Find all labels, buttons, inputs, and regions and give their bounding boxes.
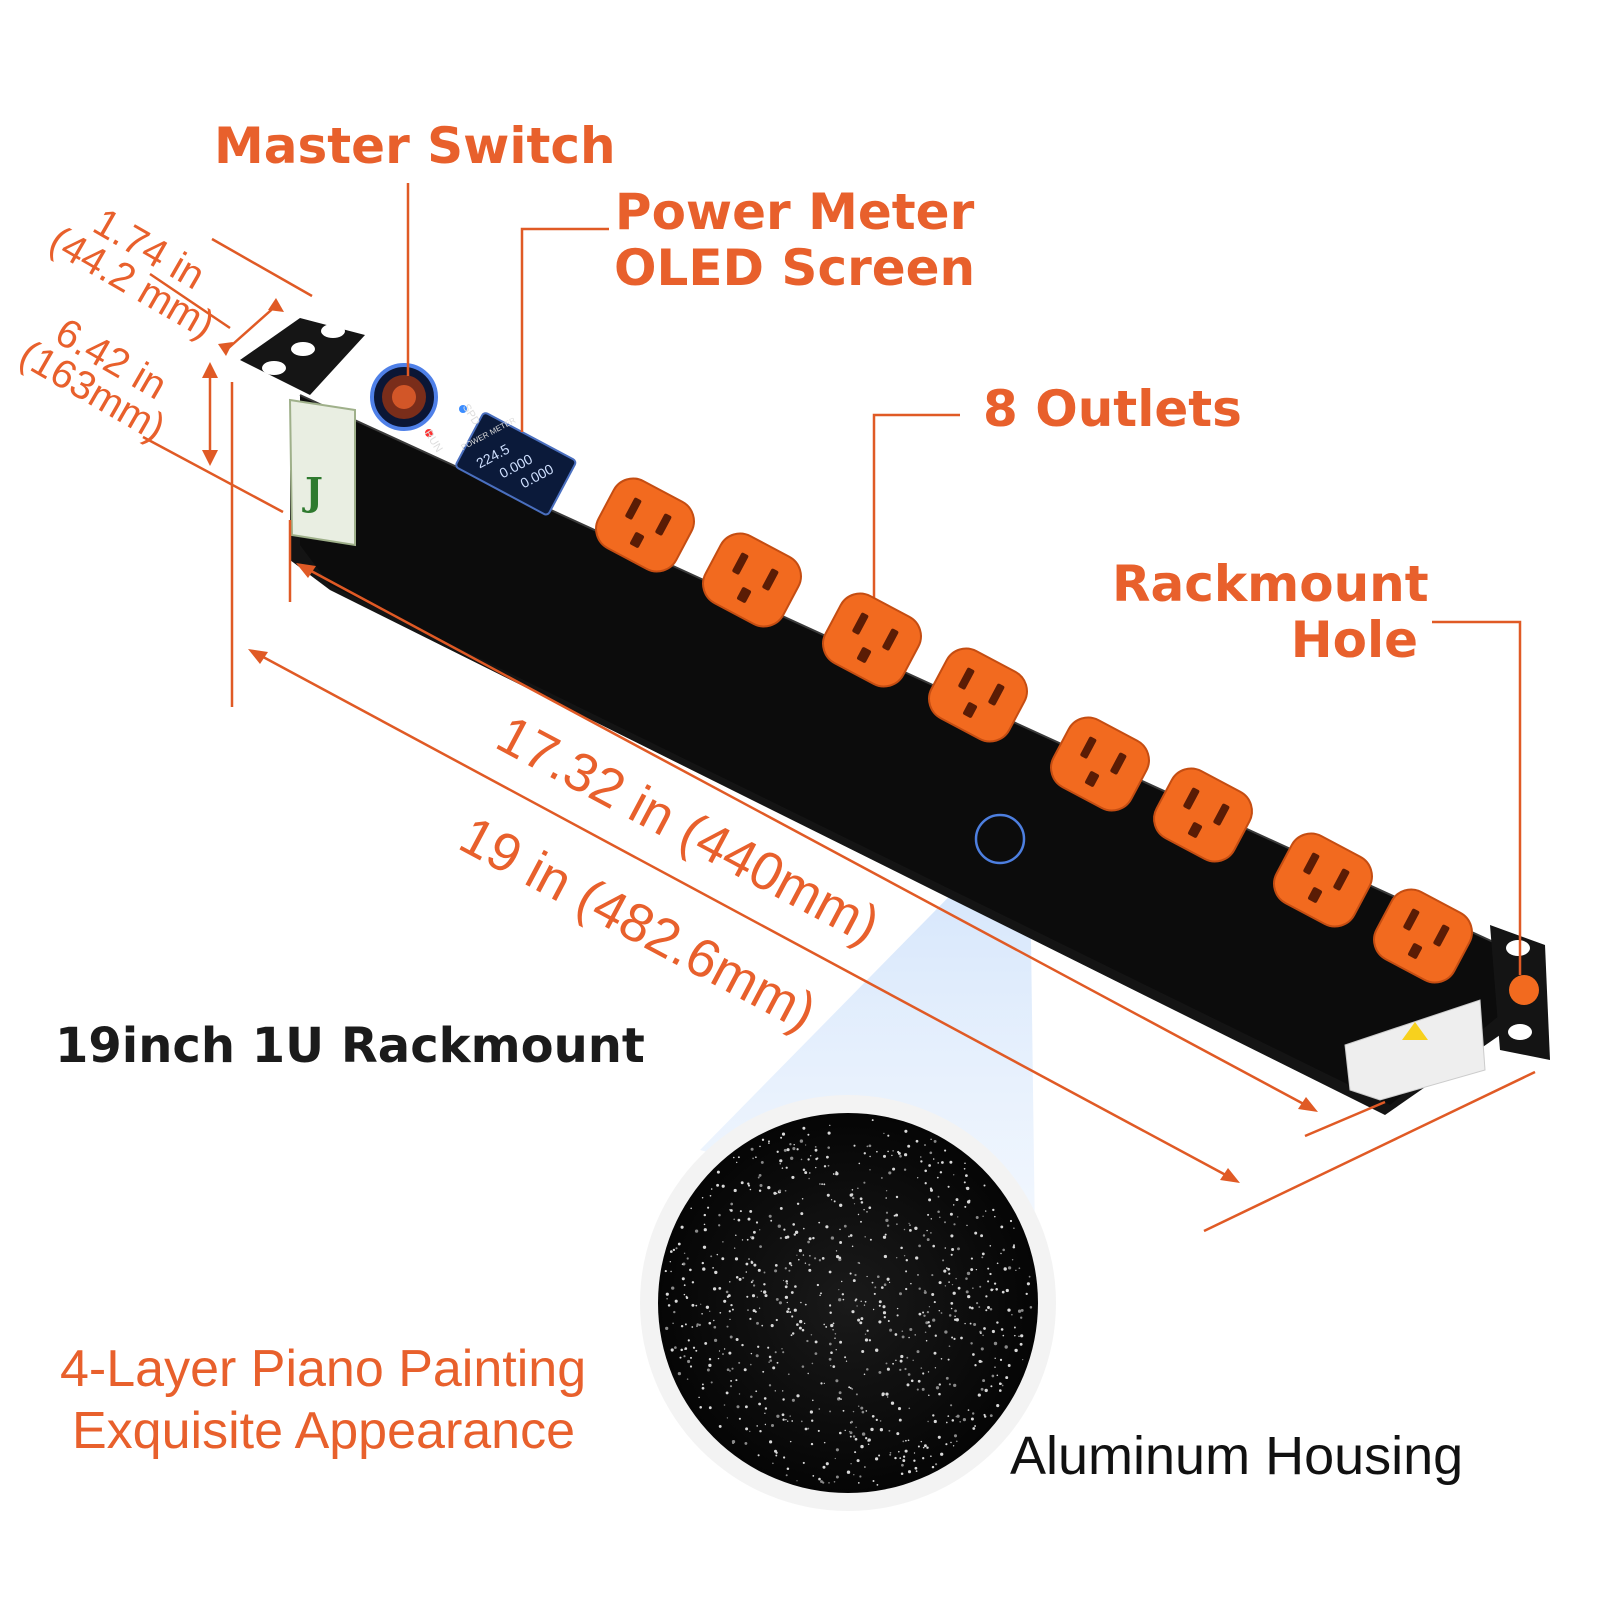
cert-sticker (288, 398, 356, 547)
rackmount-callout-line1: Rackmount (1112, 555, 1429, 613)
outlet-receptacle (1273, 832, 1373, 928)
aluminum-housing-caption: Aluminum Housing (1010, 1426, 1464, 1486)
master-switch-callout: Master Switch (214, 117, 616, 175)
outlet-receptacle (928, 647, 1028, 743)
pdu-front-face (300, 395, 1500, 1105)
rackmount-hole-callout: Rackmount Hole (1112, 555, 1429, 669)
power-meter-callout-line1: Power Meter (614, 183, 975, 241)
outlet-receptacle (702, 532, 802, 628)
magnifier-ring (974, 813, 1026, 865)
outlet-receptacle (595, 477, 695, 573)
spd-indicator-led (459, 405, 467, 413)
power-meter-callout: Power Meter OLED Screen (614, 184, 975, 296)
rackmount-callout-line2: Hole (1290, 611, 1418, 669)
paint-caption-line2: Exquisite Appearance (72, 1402, 576, 1461)
outlet-receptacle (822, 592, 922, 688)
right-rack-ear (1490, 925, 1550, 1060)
warning-label (1344, 999, 1486, 1101)
power-meter-callout-line2: OLED Screen (614, 239, 976, 297)
outlet-receptacle (1373, 888, 1473, 984)
dimension-lines (142, 183, 1536, 1233)
paint-caption-line1: 4-Layer Piano Painting (60, 1340, 587, 1398)
texture-closeup (640, 1095, 1056, 1511)
power-meter-screen (455, 412, 577, 516)
rackmount-headline: 19inch 1U Rackmount (55, 1018, 645, 1074)
left-rack-ear (240, 318, 365, 395)
outlet-receptacle (1153, 767, 1253, 863)
svg-text:J: J (302, 469, 323, 514)
dimension-arrowheads (202, 298, 1318, 1183)
outlet-group (595, 477, 1473, 984)
outlet-receptacle (1050, 716, 1150, 812)
run-indicator-led (425, 429, 433, 437)
master-switch-button[interactable] (370, 363, 438, 431)
piano-painting-caption: 4-Layer Piano Painting Exquisite Appeara… (60, 1338, 586, 1463)
outlets-callout: 8 Outlets (983, 380, 1242, 438)
